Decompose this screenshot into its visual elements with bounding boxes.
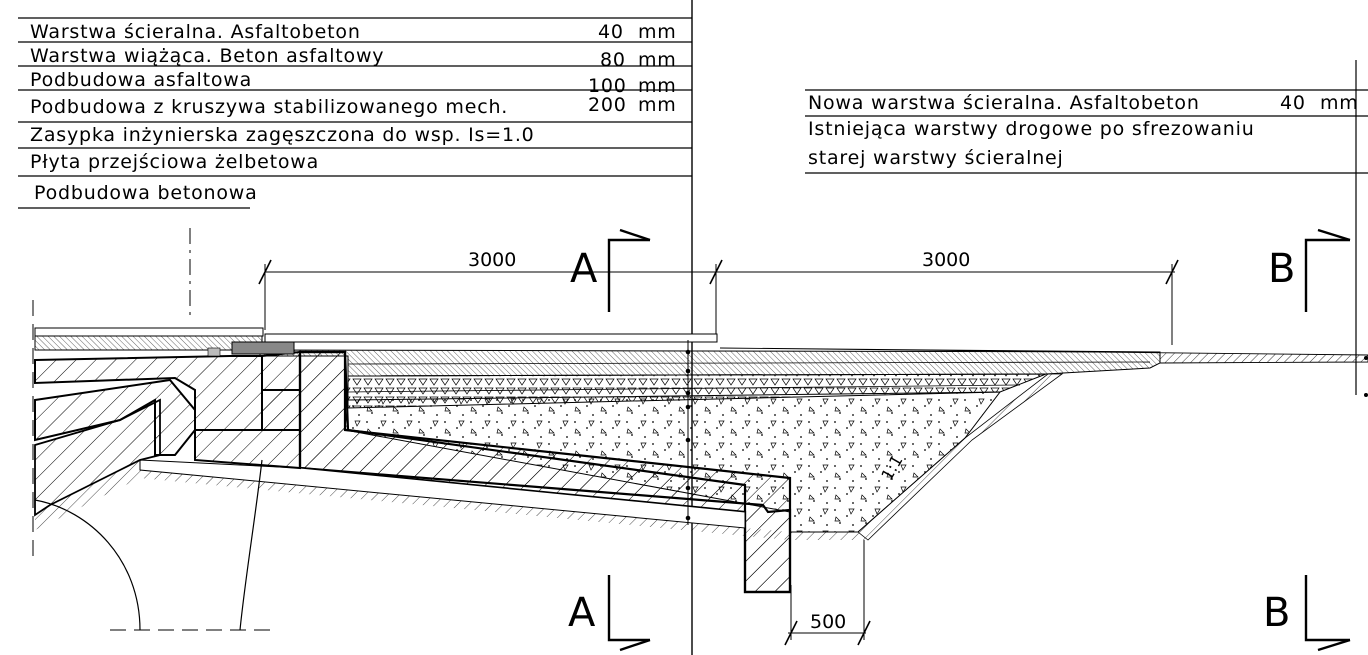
layer-unit-2: mm bbox=[638, 49, 677, 71]
layer-name-5: Zasypka inżynierska zagęszczona do wsp. … bbox=[30, 124, 535, 146]
dimension-bottom-label: 500 bbox=[810, 611, 846, 633]
section-mark-b-bottom: B bbox=[1263, 575, 1351, 652]
legend-table-right: Nowa warstwa ścieralna. Asfaltobeton 40 … bbox=[805, 89, 1368, 174]
joint-filler bbox=[207, 347, 221, 357]
bridge-surface bbox=[34, 327, 264, 337]
legend-table-left: Warstwa ścieralna. Asfaltobeton 40 mm Wa… bbox=[18, 17, 692, 209]
dimension-right: 3000 bbox=[716, 249, 1179, 345]
layer-thickness-2: 80 bbox=[600, 49, 626, 71]
layer-unit-4: mm bbox=[638, 94, 677, 116]
ground-hatch-bottom bbox=[790, 532, 868, 540]
layer-name-7: Podbudowa betonowa bbox=[34, 182, 258, 204]
right-layer-name-2a: Istniejąca warstwy drogowe po sfrezowani… bbox=[808, 118, 1255, 140]
dimension-left: 3000 bbox=[258, 249, 723, 335]
right-layer-name-1: Nowa warstwa ścieralna. Asfaltobeton bbox=[808, 92, 1200, 114]
section-mark-a-bottom: A bbox=[568, 575, 651, 652]
slab-top-surface bbox=[264, 333, 718, 343]
section-mark-b-top: B bbox=[1268, 228, 1351, 312]
right-layer-thickness-1: 40 bbox=[1280, 92, 1306, 114]
subbase-earth bbox=[140, 470, 790, 540]
layer-unit-1: mm bbox=[638, 21, 677, 43]
dimension-left-label: 3000 bbox=[468, 249, 516, 271]
pier-curve bbox=[34, 499, 141, 631]
asphalt-divider bbox=[347, 361, 1151, 365]
right-layer-unit-1: mm bbox=[1320, 92, 1359, 114]
layer-name-2: Warstwa wiążąca. Beton asfaltowy bbox=[30, 45, 384, 67]
svg-text:A: A bbox=[568, 590, 596, 636]
layer-name-3: Podbudowa asfaltowa bbox=[30, 69, 252, 91]
bridge-deck-layers bbox=[34, 335, 263, 351]
layer-thickness-3: 100 bbox=[588, 75, 627, 97]
base-course-divider bbox=[347, 384, 1021, 393]
layer-thickness-1: 40 bbox=[598, 21, 624, 43]
pier-curve-2 bbox=[239, 459, 263, 631]
expansion-joint bbox=[231, 341, 295, 355]
svg-text:B: B bbox=[1263, 590, 1290, 636]
layer-name-6: Płyta przejściowa żelbetowa bbox=[30, 151, 319, 173]
dimension-bottom: 500 bbox=[784, 540, 871, 646]
layer-unit-3: mm bbox=[638, 75, 677, 97]
right-edge-dot-2 bbox=[1364, 393, 1368, 397]
layer-name-1: Warstwa ścieralna. Asfaltobeton bbox=[30, 21, 361, 43]
girder-earth bbox=[35, 460, 140, 530]
right-layer-name-2b: starej warstwy ścieralnej bbox=[808, 147, 1064, 169]
abutment-top bbox=[34, 355, 301, 431]
dimension-right-label: 3000 bbox=[922, 249, 970, 271]
surface-course bbox=[719, 347, 1368, 364]
svg-text:B: B bbox=[1268, 246, 1295, 292]
svg-text:A: A bbox=[570, 246, 598, 292]
reference-points bbox=[685, 340, 691, 525]
layer-thickness-4: 200 bbox=[588, 94, 627, 116]
layer-name-4: Podbudowa z kruszywa stabilizowanego mec… bbox=[30, 96, 508, 118]
section-mark-a-top: A bbox=[570, 228, 651, 312]
